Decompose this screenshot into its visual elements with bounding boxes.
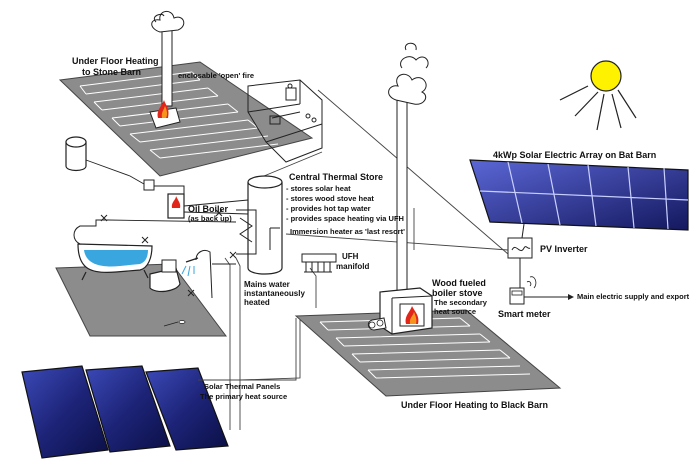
ufh-stone-barn-title-line2: to Stone Barn [82,67,142,77]
ufh-manifold-label-line1: UFH [342,252,359,261]
stone-barn-floor [58,61,314,177]
pv-inverter-label: PV Inverter [540,244,588,254]
inverter-icon [507,223,533,288]
store-title: Central Thermal Store [289,172,384,182]
mains-water-label-line1: Mains water [244,280,290,289]
ufh-black-barn-label: Under Floor Heating to Black Barn [401,400,549,410]
wood-stove-label-line2: boiler stove [432,288,483,298]
oil-tank [65,136,145,185]
sun-icon [559,60,637,131]
open-fire-label: enclosable 'open' fire [178,71,255,80]
stone-barn-icon [247,79,323,163]
store-feature-item: - provides space heating via UFH [286,214,404,223]
main-supply-label: Main electric supply and export [577,292,690,301]
solar-electric-array [469,159,689,231]
ufh-manifold-label-line2: manifold [336,262,370,271]
toilet-icon [149,259,181,293]
store-feature-item: - stores wood stove heat [286,194,374,203]
store-feature-item: - provides hot tap water [286,204,371,213]
smart-meter-label: Smart meter [498,309,551,319]
meter-icon [509,276,574,305]
solar-thermal-label-line1: Solar Thermal Panels [204,382,281,391]
oil-boiler [143,179,249,219]
mains-water-label-line3: heated [244,298,270,307]
immersion-heater-label: Immersion heater as 'last resort' [290,227,405,236]
wood-stove [367,42,433,335]
flame-icon [157,100,169,118]
store-feature-item: - stores solar heat [286,184,351,193]
valve-markers [100,209,237,297]
oil-boiler-label: Oil Boiler [188,204,229,214]
ufh-stone-barn-title-line1: Under Floor Heating [72,56,159,66]
wood-stove-label-line3: The secondary [434,298,487,307]
oil-boiler-note: (as back up) [188,214,232,223]
solar-thermal-label-line2: The primary heat source [200,392,288,401]
wood-stove-label-line4: heat source [434,307,477,316]
solar-thermal-panels [21,318,297,459]
shower-icon [181,249,236,299]
mains-water-label-line2: instantaneously [244,289,305,298]
solar-array-label: 4kWp Solar Electric Array on Bat Barn [493,150,657,160]
wood-stove-label-line1: Wood fueled [432,278,486,288]
bathtub-icon [73,219,237,281]
ufh-manifold [301,253,337,273]
store-feature-list: - stores solar heat - stores wood stove … [286,184,404,224]
water-tank-icon [236,175,283,275]
bathroom-floor [55,263,227,337]
